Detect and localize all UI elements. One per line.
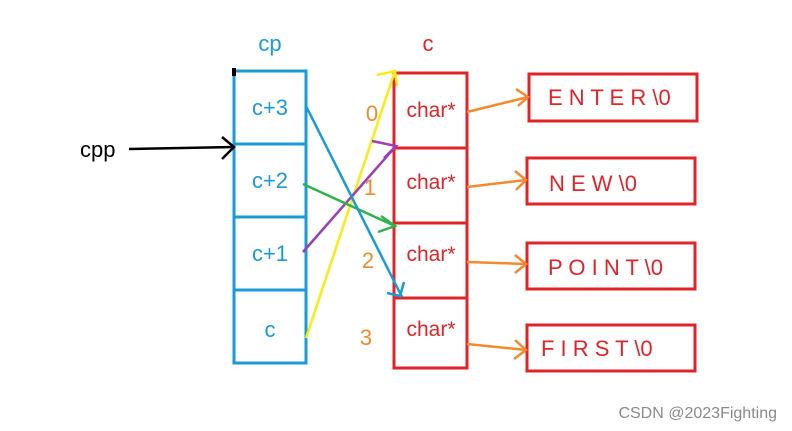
- c-label: c: [423, 31, 434, 56]
- string-box: [525, 241, 697, 291]
- c-cell-label: char*: [406, 99, 455, 122]
- string-pointer-line: [466, 342, 527, 352]
- arrowhead: [377, 214, 398, 234]
- arrowhead: [514, 170, 528, 191]
- green-pointer: [302, 182, 398, 234]
- string-pointer-line: [466, 178, 527, 189]
- yellow-pointer: [304, 69, 399, 339]
- blue-pointer: [304, 105, 406, 298]
- pointer-line: [302, 145, 397, 253]
- index-label: 3: [360, 325, 372, 350]
- string-value: E N T E R \0: [548, 85, 671, 110]
- cp-cell-label: c+1: [252, 241, 288, 266]
- indices: 0 1 2 3: [360, 101, 378, 350]
- cpp-pointer: [128, 136, 236, 160]
- c-cell-label: char*: [406, 171, 455, 194]
- arrowhead: [514, 254, 528, 274]
- arrowhead: [376, 69, 399, 87]
- purple-pointer: [302, 139, 399, 253]
- string-box: [525, 156, 697, 206]
- pointer-line: [304, 105, 404, 298]
- c-cell-label: char*: [406, 318, 455, 341]
- string-value: P O I N T \0: [548, 255, 663, 280]
- cp-cell: [232, 288, 308, 365]
- string-pointer-line: [466, 95, 529, 114]
- string-pointer-line: [466, 260, 527, 266]
- corner-mark: [232, 68, 236, 76]
- index-label: 0: [366, 101, 378, 126]
- arrowhead: [371, 139, 399, 159]
- cp-cell-label: c+3: [252, 95, 288, 120]
- arrowhead: [386, 281, 406, 298]
- cp-array: c+3 c+2 c+1 c: [232, 69, 308, 365]
- string-boxes: E N T E R \0 N E W \0 P O I N T \0 F I R…: [525, 72, 699, 373]
- c-cell-label: char*: [406, 243, 455, 266]
- arrowhead: [515, 87, 531, 107]
- cpp-label: cpp: [80, 137, 115, 162]
- cpp-arrow-line: [128, 145, 235, 151]
- string-pointers: [466, 87, 531, 360]
- string-value: F I R S T \0: [541, 336, 653, 361]
- watermark: CSDN @2023Fighting: [618, 405, 777, 422]
- string-box: [525, 323, 697, 373]
- index-label: 1: [364, 175, 376, 200]
- c-cell: [392, 296, 469, 370]
- c-array: char* char* char* char*: [392, 71, 469, 370]
- index-label: 2: [362, 248, 374, 273]
- pointer-line: [302, 182, 396, 228]
- string-value: N E W \0: [549, 171, 637, 196]
- arrowhead: [221, 136, 236, 160]
- arrowhead: [513, 339, 528, 360]
- cp-cell-label: c: [265, 317, 276, 342]
- cp-cell-label: c+2: [252, 168, 288, 193]
- cp-label: cp: [258, 31, 281, 56]
